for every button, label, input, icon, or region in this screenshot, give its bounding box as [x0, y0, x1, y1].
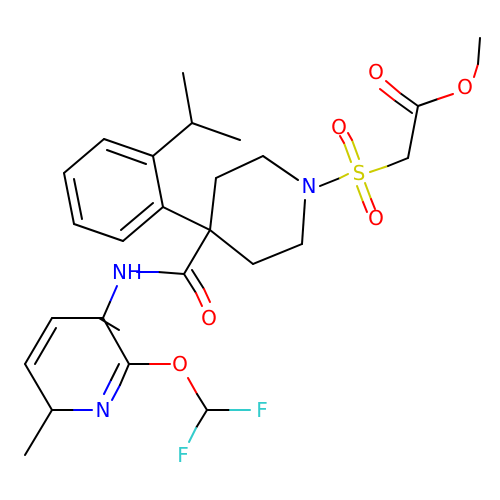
bond [24, 363, 53, 411]
bond [183, 273, 197, 294]
bond [120, 202, 154, 231]
bond [473, 63, 479, 78]
bond [379, 88, 395, 101]
bond [195, 292, 203, 307]
bond [106, 149, 147, 165]
bond [369, 165, 389, 173]
atom-label-amide-oxygen: O [201, 306, 217, 330]
bond [183, 229, 211, 275]
bond [351, 139, 360, 160]
bond [191, 122, 241, 141]
bond [209, 177, 217, 231]
atom-label-ester-carbonyl-oxygen: O [368, 60, 384, 84]
bond [102, 301, 111, 319]
bond [356, 185, 364, 203]
bond [301, 199, 306, 245]
atom-label-piperidine-n: N [302, 174, 317, 198]
bond [417, 98, 439, 107]
bond [196, 393, 208, 411]
bond [34, 327, 57, 365]
bond [152, 122, 193, 157]
bond [188, 427, 197, 443]
bond [157, 271, 185, 275]
bond [407, 105, 419, 159]
bond [437, 93, 454, 100]
bond [182, 72, 193, 124]
bond [102, 317, 130, 365]
bond [362, 201, 368, 213]
bond [162, 206, 211, 231]
bond [339, 173, 349, 179]
bond [24, 317, 53, 365]
bond [122, 206, 164, 242]
atom-label-nh: NH [112, 260, 142, 284]
bond [195, 409, 208, 429]
bond [347, 132, 353, 141]
bond [109, 285, 118, 303]
bond [364, 182, 372, 200]
bond [111, 384, 121, 401]
bond [370, 198, 376, 210]
bond [319, 177, 341, 187]
atom-label-pyridine-n: N [96, 398, 111, 422]
bond [73, 223, 124, 242]
bond [152, 155, 164, 208]
atom-label-sulfonyl-oxygen-top: O [331, 115, 347, 139]
bond [24, 409, 53, 456]
atom-label-ester-oxygen: O [457, 75, 473, 99]
bond [63, 172, 75, 225]
bond [393, 99, 413, 114]
atom-label-sulfonyl-oxygen-bottom: O [368, 206, 384, 230]
bond [209, 229, 254, 265]
bond [103, 138, 154, 157]
bond [203, 288, 211, 303]
bond-group [24, 37, 481, 456]
bond [252, 243, 303, 265]
bond [73, 178, 83, 220]
bond [385, 80, 401, 94]
bond [63, 138, 105, 174]
atom-label-group: NH N N S O O O O O O F F [96, 60, 473, 467]
bond [399, 92, 419, 107]
bond [103, 379, 112, 395]
bond [343, 142, 352, 163]
atom-label-sulfur: S [353, 161, 366, 185]
bond [477, 37, 481, 65]
bond [215, 155, 264, 179]
bond [191, 269, 205, 290]
atom-label-fluorine-bottom: F [177, 443, 189, 467]
bond [339, 135, 345, 144]
atom-label-ether-oxygen: O [172, 352, 188, 376]
bond [119, 363, 130, 386]
atom-label-fluorine-right: F [256, 398, 268, 422]
bond [110, 363, 120, 381]
bond [387, 157, 409, 167]
bond [262, 155, 299, 181]
bond [98, 317, 120, 331]
bond [187, 377, 198, 395]
